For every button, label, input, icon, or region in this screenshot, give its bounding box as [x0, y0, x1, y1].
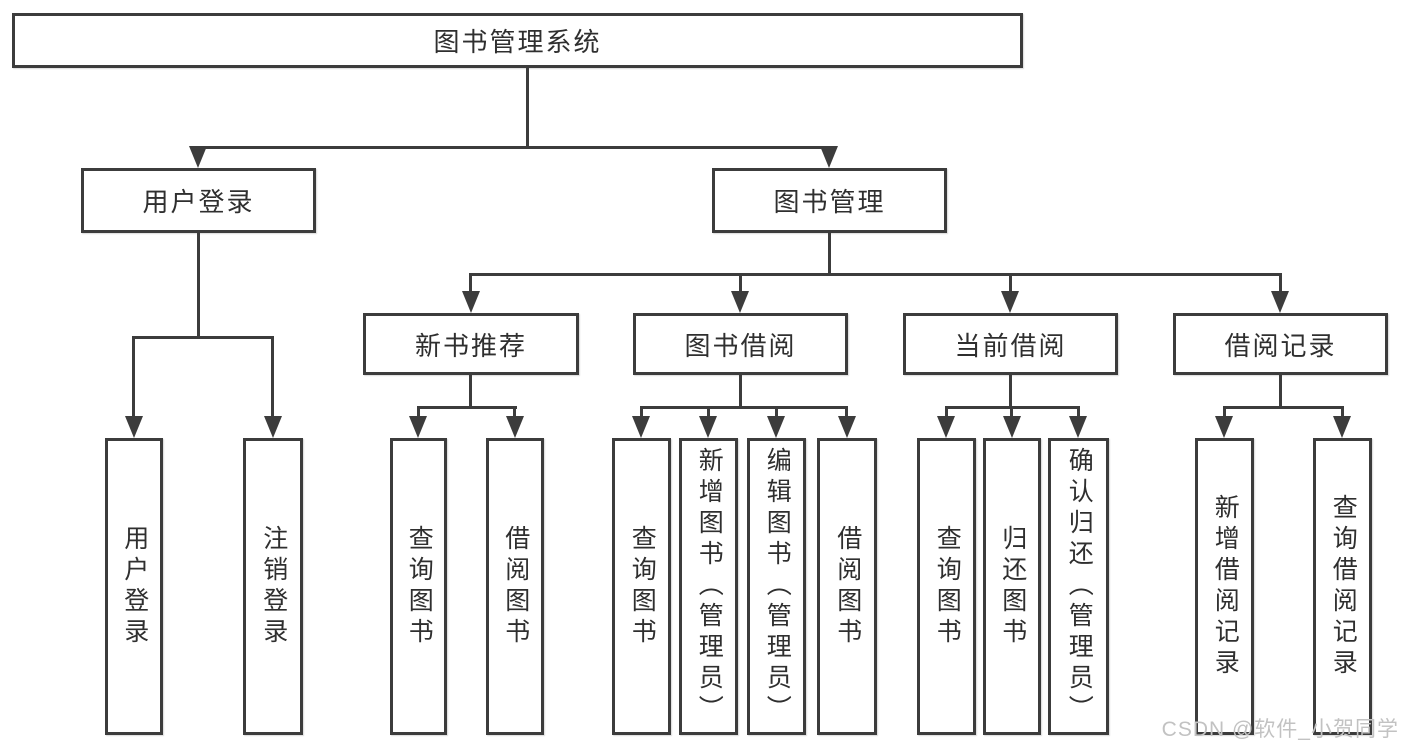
- arrowhead-icon: [189, 146, 207, 168]
- leaf-records-add: 新增借阅记录: [1195, 438, 1254, 735]
- node-new-books-label: 新书推荐: [414, 330, 527, 361]
- arrowhead-icon: [1271, 291, 1289, 313]
- leaf-borrow-borrow-book-label: 借阅图书: [833, 524, 862, 649]
- node-root: 图书管理系统: [12, 13, 1023, 68]
- connector-book-mgmt-stem: [828, 233, 831, 276]
- connector-drop: [271, 336, 274, 418]
- leaf-borrow-edit-book: 编辑图书（管理员）: [747, 438, 806, 735]
- arrowhead-icon: [937, 416, 955, 438]
- connector-drop: [417, 406, 420, 418]
- connector-drop: [775, 406, 778, 418]
- arrowhead-icon: [462, 291, 480, 313]
- connector-new-books-stem: [469, 375, 472, 409]
- arrowhead-icon: [699, 416, 717, 438]
- leaf-records-query-label: 查询借阅记录: [1329, 493, 1358, 680]
- leaf-logout: 注销登录: [243, 438, 303, 735]
- connector-drop: [1279, 273, 1282, 293]
- leaf-user-login-label: 用户登录: [120, 524, 149, 649]
- node-root-label: 图书管理系统: [433, 27, 602, 57]
- connector-drop: [1077, 406, 1080, 418]
- arrowhead-icon: [125, 416, 143, 438]
- leaf-user-login: 用户登录: [105, 438, 163, 735]
- node-book-borrow-label: 图书借阅: [684, 330, 797, 361]
- connector-drop: [469, 273, 472, 293]
- connector-drop: [1010, 406, 1013, 418]
- connector-user-login-stem: [197, 233, 200, 339]
- arrowhead-icon: [264, 416, 282, 438]
- connector-drop: [132, 336, 135, 418]
- node-current-borrow: 当前借阅: [903, 313, 1118, 375]
- leaf-current-confirm-return-label: 确认归还（管理员）: [1065, 447, 1094, 726]
- arrowhead-icon: [1069, 416, 1087, 438]
- leaf-newbooks-query: 查询图书: [390, 438, 447, 735]
- connector-drop: [739, 273, 742, 293]
- leaf-records-query: 查询借阅记录: [1313, 438, 1372, 735]
- leaf-newbooks-borrow-label: 借阅图书: [501, 524, 530, 649]
- leaf-current-query: 查询图书: [917, 438, 976, 735]
- node-borrow-records-label: 借阅记录: [1224, 330, 1337, 361]
- arrowhead-icon: [1215, 416, 1233, 438]
- arrowhead-icon: [1001, 291, 1019, 313]
- arrowhead-icon: [1003, 416, 1021, 438]
- arrowhead-icon: [731, 291, 749, 313]
- node-user-login: 用户登录: [81, 168, 316, 233]
- connector-root-stem: [526, 68, 529, 146]
- connector-drop: [1341, 406, 1344, 418]
- leaf-newbooks-borrow: 借阅图书: [486, 438, 544, 735]
- leaf-borrow-edit-book-label: 编辑图书（管理员）: [763, 447, 792, 726]
- connector-drop: [1223, 406, 1226, 418]
- leaf-records-add-label: 新增借阅记录: [1211, 493, 1240, 680]
- leaf-borrow-query-label: 查询图书: [628, 524, 657, 649]
- csdn-watermark: CSDN @软件_小贺同学: [1161, 718, 1399, 741]
- connector-level3-branch: [469, 273, 1282, 276]
- connector-drop: [945, 406, 948, 418]
- connector-drop: [640, 406, 643, 418]
- leaf-current-return: 归还图书: [983, 438, 1041, 735]
- node-book-management: 图书管理: [712, 168, 947, 233]
- arrowhead-icon: [767, 416, 785, 438]
- connector-drop: [845, 406, 848, 418]
- connector-drop: [1009, 273, 1012, 293]
- node-book-management-label: 图书管理: [773, 187, 886, 217]
- connector-new-books-branch: [417, 406, 517, 409]
- node-borrow-records: 借阅记录: [1173, 313, 1388, 375]
- arrowhead-icon: [409, 416, 427, 438]
- connector-level1-branch: [197, 146, 832, 149]
- arrowhead-icon: [1333, 416, 1351, 438]
- leaf-newbooks-query-label: 查询图书: [405, 524, 434, 649]
- connector-drop: [513, 406, 516, 418]
- node-new-books: 新书推荐: [363, 313, 579, 375]
- leaf-current-query-label: 查询图书: [933, 524, 962, 649]
- leaf-borrow-add-book-label: 新增图书（管理员）: [695, 447, 724, 726]
- leaf-current-confirm-return: 确认归还（管理员）: [1048, 438, 1109, 735]
- connector-current-borrow-stem: [1009, 375, 1012, 409]
- leaf-logout-label: 注销登录: [259, 524, 288, 649]
- leaf-current-return-label: 归还图书: [998, 524, 1027, 649]
- connector-borrow-records-stem: [1279, 375, 1282, 409]
- leaf-borrow-borrow-book: 借阅图书: [817, 438, 877, 735]
- connector-user-login-branch: [133, 336, 274, 339]
- connector-borrow-records-branch: [1223, 406, 1344, 409]
- node-book-borrow: 图书借阅: [633, 313, 848, 375]
- connector-book-borrow-branch: [640, 406, 848, 409]
- arrowhead-icon: [506, 416, 524, 438]
- connector-book-borrow-stem: [739, 375, 742, 409]
- leaf-borrow-query: 查询图书: [612, 438, 671, 735]
- arrowhead-icon: [820, 146, 838, 168]
- node-current-borrow-label: 当前借阅: [954, 330, 1067, 361]
- leaf-borrow-add-book: 新增图书（管理员）: [679, 438, 738, 735]
- arrowhead-icon: [838, 416, 856, 438]
- connector-drop: [707, 406, 710, 418]
- node-user-login-label: 用户登录: [142, 187, 255, 217]
- arrowhead-icon: [632, 416, 650, 438]
